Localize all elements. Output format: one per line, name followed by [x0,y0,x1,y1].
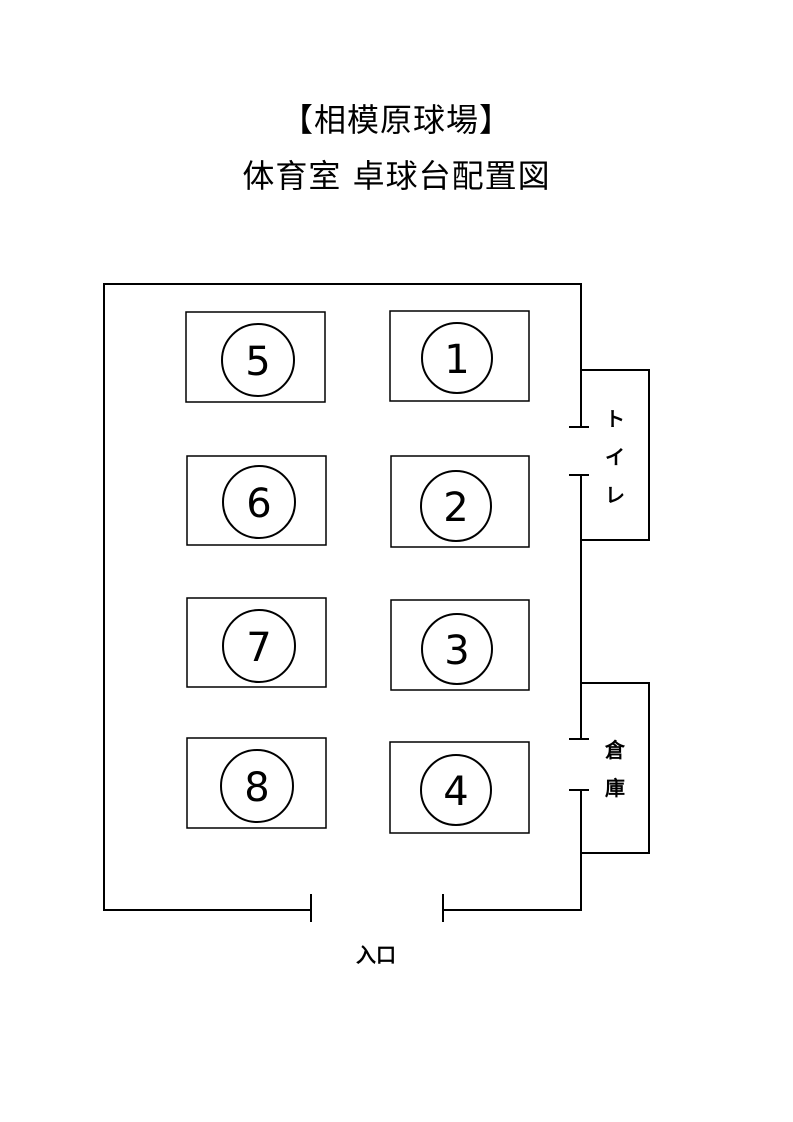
table-number: 6 [246,481,271,527]
table-number: 2 [443,485,468,531]
storage-label: 倉 庫 [600,731,630,807]
hall-wall [103,283,582,911]
table-3: 3 [390,599,530,691]
table-number: 8 [244,765,269,811]
table-2: 2 [390,455,530,548]
table-number: 4 [443,769,468,815]
table-6: 6 [186,455,327,546]
table-4: 4 [389,741,530,834]
toilet-label-char: レ [605,483,625,507]
toilet-label: ト イ レ [600,400,630,514]
table-number: 1 [444,337,469,383]
storage-label-char: 庫 [605,776,625,800]
diagram-title-venue: 【相模原球場】 [280,101,512,139]
table-number: 5 [245,339,270,385]
hall-wall-right-bottom [443,790,582,911]
toilet-room [581,369,650,541]
diagram-title-room: 体育室 卓球台配置図 [242,157,551,195]
table-7: 7 [186,597,327,688]
table-8: 8 [186,737,327,829]
entrance-label: 入口 [356,943,396,967]
storage-label-char: 倉 [605,738,625,762]
table-5: 5 [185,311,326,403]
table-number: 3 [444,628,469,674]
toilet-label-char: イ [605,445,625,469]
table-number: 7 [246,625,271,671]
toilet-label-char: ト [605,407,625,431]
storage-room [581,682,650,854]
table-1: 1 [389,310,530,402]
